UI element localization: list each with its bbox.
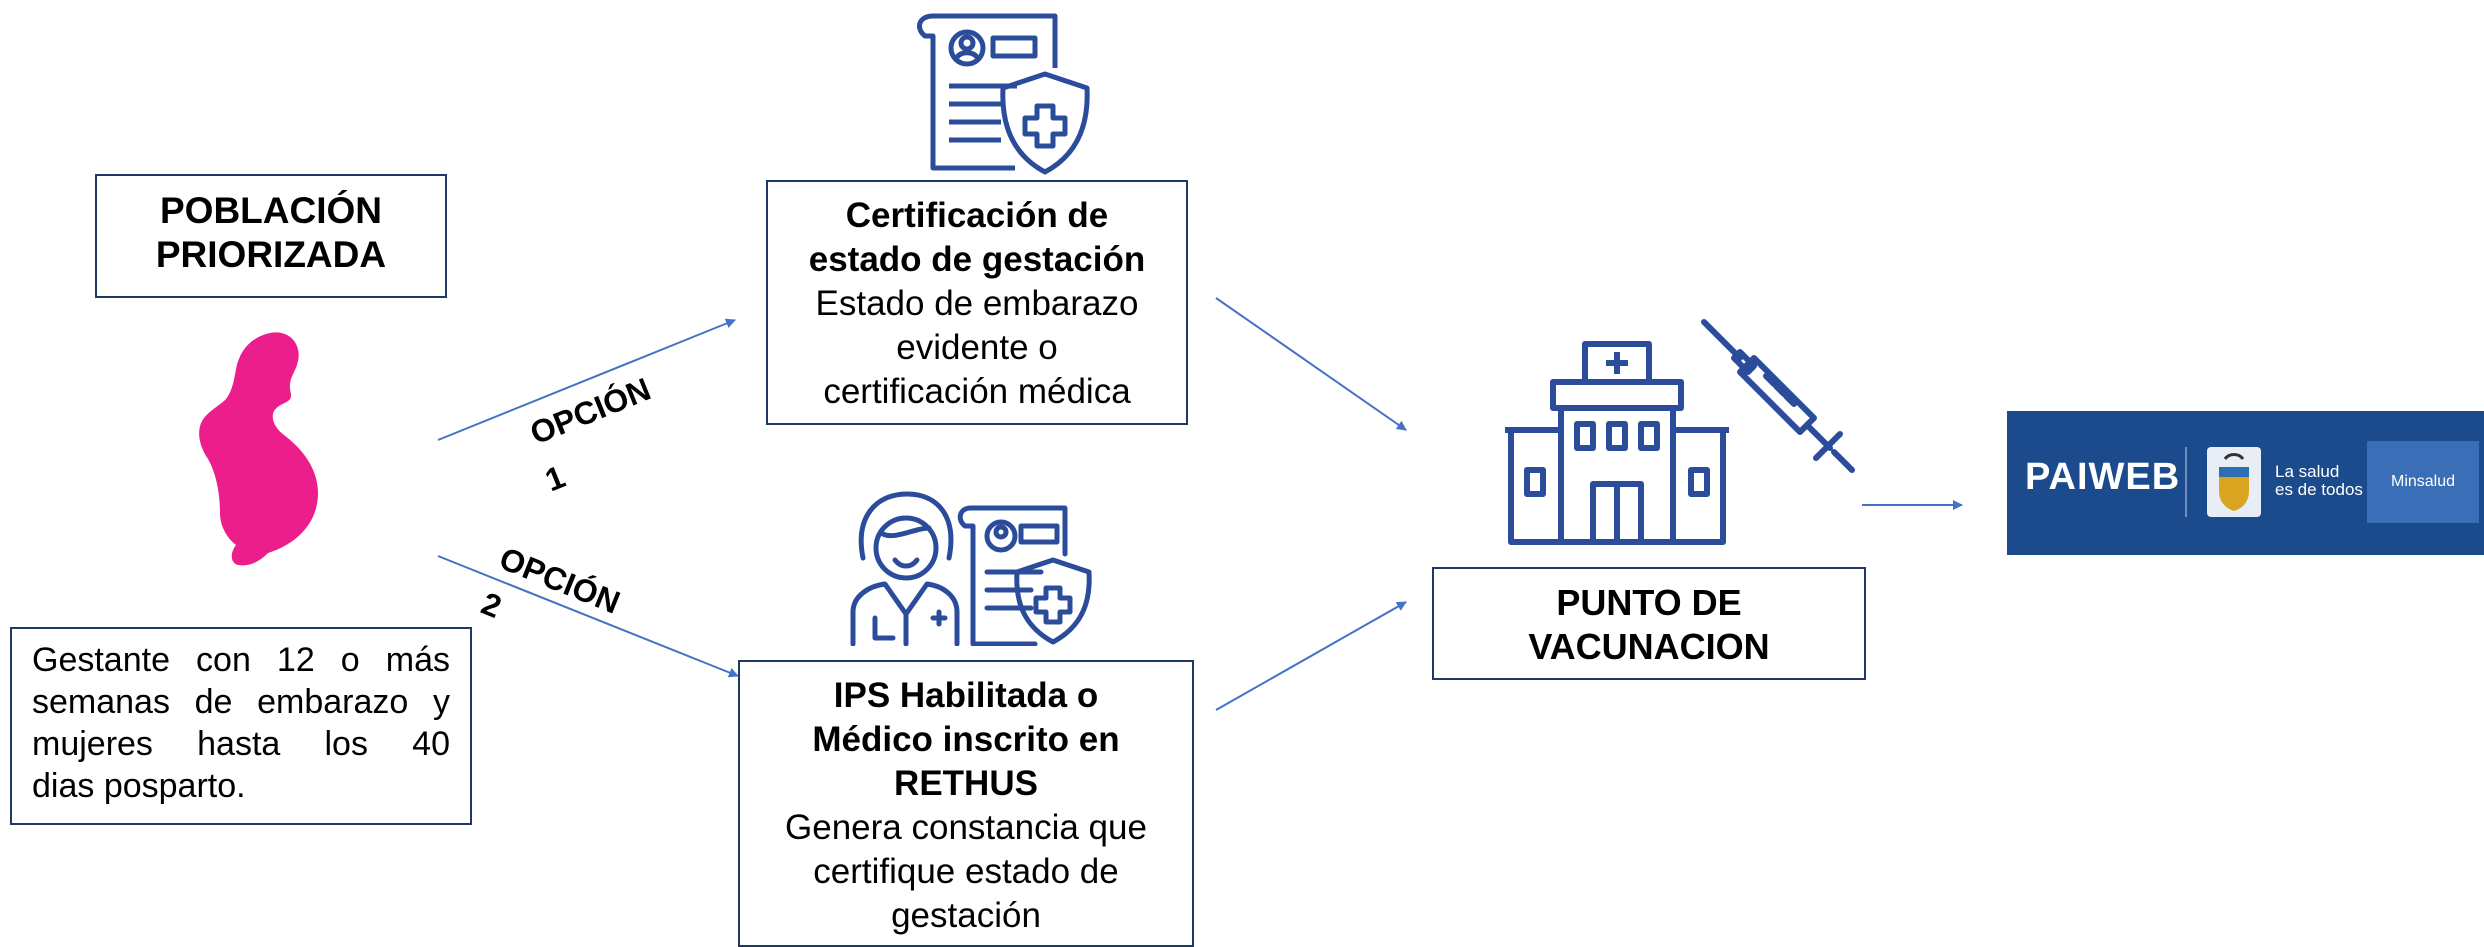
certificacion-body-line3: certificación médica: [823, 372, 1131, 411]
poblacion-title-box: POBLACIÓN PRIORIZADA: [95, 174, 447, 298]
hospital-icon: [1505, 341, 1729, 545]
certificacion-body-line2: evidente o: [896, 328, 1058, 367]
paiweb-tagline1: La salud: [2275, 462, 2340, 481]
poblacion-title-line2: PRIORIZADA: [155, 234, 387, 275]
arrow-to-ips: [437, 555, 739, 678]
poblacion-desc-line2: semanas de embarazo y: [32, 683, 450, 721]
paiweb-separator: [2185, 447, 2187, 517]
arrow-cert-to-punto: [1215, 297, 1407, 431]
ips-body-line2: certifique estado de: [813, 852, 1119, 891]
poblacion-desc-line1: Gestante con 12 o más: [32, 641, 450, 679]
arrow-ips-to-punto: [1215, 601, 1407, 711]
certificacion-title-line1: Certificación de: [845, 196, 1109, 235]
ips-box: IPS Habilitada o Médico inscrito en RETH…: [738, 660, 1194, 947]
poblacion-desc-line4: dias posparto.: [32, 767, 246, 805]
paiweb-tagline2: es de todos: [2275, 480, 2363, 499]
ips-title-line3: RETHUS: [894, 764, 1038, 803]
poblacion-title-line1: POBLACIÓN: [160, 190, 382, 231]
minsalud-badge: Minsalud: [2367, 441, 2479, 523]
certificacion-box: Certificación de estado de gestación Est…: [766, 180, 1188, 425]
doctor-certificate-icon: [850, 491, 1092, 646]
ips-body-line1: Genera constancia que: [785, 808, 1147, 847]
ips-body-line3: gestación: [891, 896, 1041, 935]
certificacion-body-line1: Estado de embarazo: [815, 284, 1139, 323]
paiweb-banner: PAIWEB La salud es de todos Minsalud: [2007, 411, 2484, 555]
certificate-shield-icon: [916, 13, 1090, 175]
pregnant-woman-icon: [199, 332, 318, 566]
arrow-to-certificacion: [437, 318, 736, 441]
punto-line2: VACUNACION: [1528, 626, 1770, 667]
certificacion-title-line2: estado de gestación: [808, 240, 1146, 279]
punto-line1: PUNTO DE: [1556, 582, 1742, 623]
poblacion-desc-line3: mujeres hasta los 40: [32, 725, 450, 763]
colombia-crest-icon: [2207, 447, 2261, 517]
ips-title-line1: IPS Habilitada o: [833, 676, 1099, 715]
paiweb-label: PAIWEB: [2025, 456, 2181, 498]
punto-vacunacion-box: PUNTO DE VACUNACION: [1432, 567, 1866, 680]
poblacion-description-box: Gestante con 12 o más semanas de embaraz…: [10, 627, 472, 825]
syringe-icon: [1701, 319, 1855, 473]
ips-title-line2: Médico inscrito en: [812, 720, 1120, 759]
